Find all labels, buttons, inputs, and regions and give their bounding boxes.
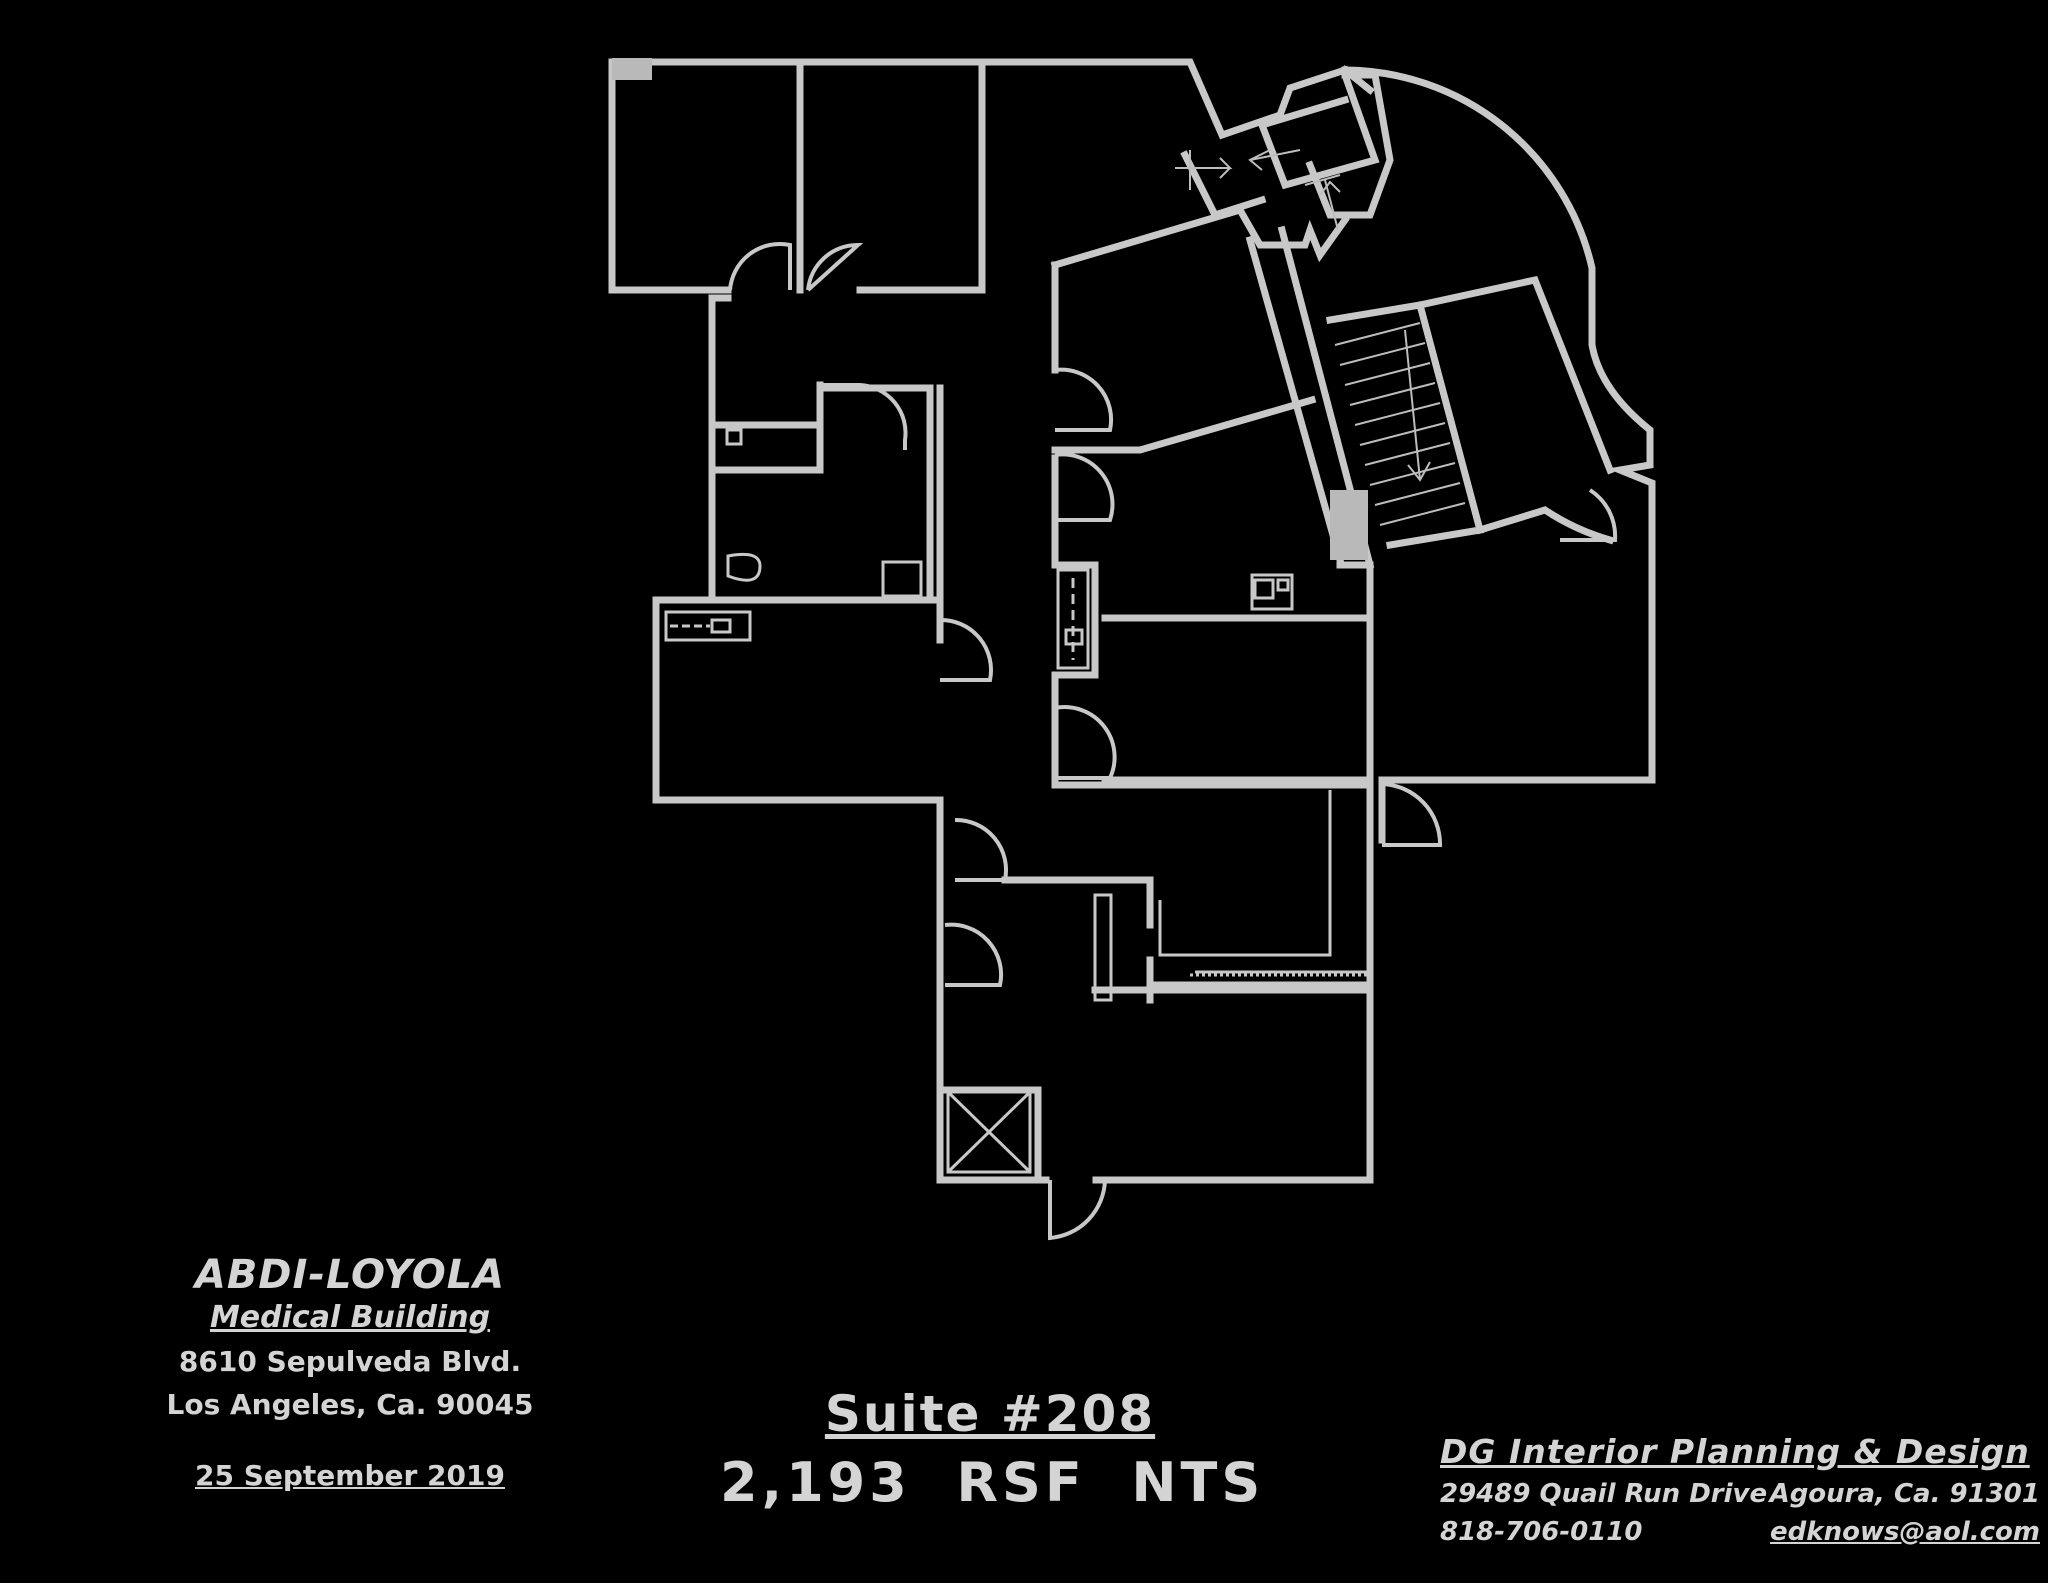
building-info: ABDI-LOYOLA Medical Building 8610 Sepulv…: [165, 1252, 535, 1492]
designer-info: DG Interior Planning & Design 29489 Quai…: [1440, 1432, 2040, 1547]
interior-walls: [652, 58, 1386, 1184]
designer-phone: 818-706-0110: [1440, 1517, 1643, 1547]
building-name: ABDI-LOYOLA: [194, 1252, 506, 1298]
address-line-2: Los Angeles, Ca. 90045: [166, 1388, 534, 1421]
suite-info: Suite #208 2,193 RSF NTS: [720, 1385, 1260, 1514]
suite-label: Suite #208: [824, 1385, 1156, 1443]
doors: [728, 241, 1618, 1241]
address-line-1: 8610 Sepulveda Blvd.: [178, 1345, 522, 1378]
stairwell: [1175, 65, 1615, 570]
building-subtitle: Medical Building: [209, 1300, 491, 1335]
designer-city: Agoura, Ca. 91301: [1769, 1479, 2040, 1509]
suite-area: 2,193 RSF NTS: [720, 1451, 1265, 1514]
window-strip: [612, 58, 860, 80]
designer-street: 29489 Quail Run Drive: [1440, 1479, 1768, 1509]
plan-date: 25 September 2019: [195, 1459, 505, 1492]
fixtures: [664, 428, 1370, 1174]
designer-firm: DG Interior Planning & Design: [1440, 1432, 2030, 1471]
designer-email[interactable]: edknows@aol.com: [1770, 1517, 2040, 1547]
